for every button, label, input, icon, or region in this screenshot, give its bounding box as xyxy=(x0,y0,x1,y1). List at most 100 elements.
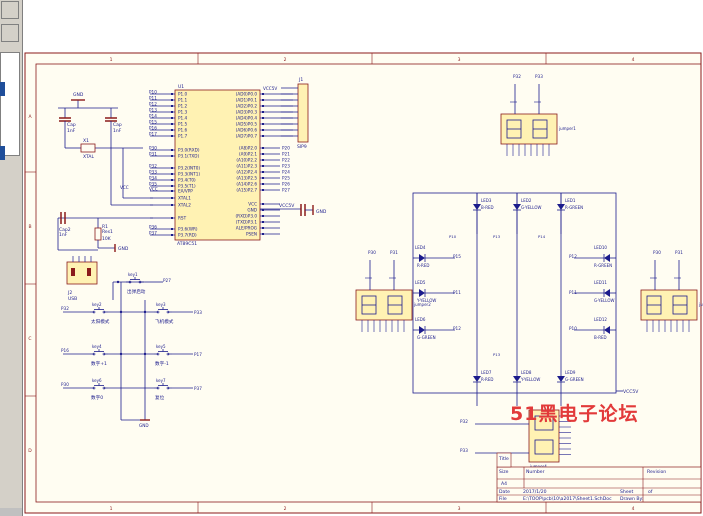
r1-value: 10K xyxy=(102,236,112,242)
net-p33: P33 xyxy=(194,310,202,315)
switch-contact xyxy=(156,352,160,356)
tb-size-value: A4 xyxy=(501,481,507,487)
cap3-label: Cap2 xyxy=(59,227,71,233)
panel-tab-projects[interactable] xyxy=(1,24,19,42)
pin-mark xyxy=(262,111,264,113)
mcu-right-pin: ALE/PROG xyxy=(236,226,257,231)
mcu-right-pin: (AD5)P0.5 xyxy=(236,122,258,127)
mcu-right-pin: PSEN xyxy=(246,232,257,237)
mcu-left-net: P37 xyxy=(149,230,157,235)
tb-size-label: Size xyxy=(499,469,509,475)
zone-row-label: C xyxy=(28,336,31,342)
pin-mark xyxy=(171,93,173,95)
led-symbol xyxy=(604,289,610,297)
pin-mark xyxy=(171,135,173,137)
switch-ref: key6 xyxy=(92,378,102,383)
led-net-p11: P11 xyxy=(453,290,461,295)
forum-watermark: 51黑电子论坛 xyxy=(510,403,639,425)
mcu-left-pin: P3.3(INT1) xyxy=(178,172,200,177)
crystal-ref: X1 xyxy=(83,138,89,144)
node xyxy=(143,310,147,314)
tb-title-label: Title xyxy=(498,456,509,462)
net-p16: P16 xyxy=(61,348,69,353)
mcu-right-pin: (TXD)P3.1 xyxy=(236,220,257,225)
switch-caption: 出弹启动 xyxy=(127,288,146,295)
side-panel xyxy=(0,0,23,516)
led-ref: LED1 xyxy=(565,198,576,203)
led-net-p10: P10 xyxy=(569,326,577,331)
mcu-right-pin: (A9)P2.1 xyxy=(239,152,257,157)
mcu-right-pin: (AD0)P0.0 xyxy=(236,92,258,97)
led-symbol xyxy=(513,376,521,382)
cap1-value: 1nF xyxy=(67,128,76,134)
led-name: B-RED xyxy=(594,335,607,340)
mcu-right-pin: VCC xyxy=(248,202,257,207)
led-name: R-GREEN xyxy=(594,263,612,268)
panel-tree[interactable] xyxy=(0,52,20,156)
mcu-right-pin: (A12)P2.4 xyxy=(236,170,257,175)
digit-outline xyxy=(534,439,554,455)
pin-mark xyxy=(262,183,264,185)
j1-body xyxy=(297,83,309,143)
pin-mark xyxy=(171,197,173,199)
tree-selection[interactable] xyxy=(0,82,5,96)
pin-mark xyxy=(171,167,173,169)
led-symbol xyxy=(419,254,425,262)
pin-mark xyxy=(171,149,173,151)
mcu-ref: U1 xyxy=(178,84,184,90)
pin-mark xyxy=(171,179,173,181)
display-ref: jumper4 xyxy=(529,464,547,469)
mcu-left-net: P17 xyxy=(149,131,157,136)
pin-mark xyxy=(262,227,264,229)
panel-scrollbar[interactable] xyxy=(0,508,22,516)
mcu-left-pin: P3.1(TXD) xyxy=(178,154,199,159)
mcu-left-pin: P1.6 xyxy=(178,128,188,133)
vcc-output: VCC5V xyxy=(616,389,639,395)
led-name: B-RED xyxy=(481,205,494,210)
pin-mark xyxy=(171,105,173,107)
led-name: R-RED xyxy=(417,263,429,268)
panel-tab-files[interactable] xyxy=(1,1,19,19)
digit-outline xyxy=(534,415,554,431)
switch-caption: 数字+1 xyxy=(91,360,107,367)
j1-name: SIP9 xyxy=(297,144,307,150)
led-ref: LED9 xyxy=(565,370,576,375)
led-ref: LED5 xyxy=(415,280,426,285)
pin-mark xyxy=(262,123,264,125)
led-ref: LED10 xyxy=(594,245,607,250)
mcu-at89c51: U1AT89C51P1.0P10P1.1P11P1.2P12P1.3P13P1.… xyxy=(120,84,293,247)
mcu-left-net: P14 xyxy=(149,113,157,118)
sheet-border xyxy=(35,63,702,503)
mcu-right-net: P25 xyxy=(282,176,290,181)
led-symbol xyxy=(557,376,565,382)
mcu-left-net: P16 xyxy=(149,125,157,130)
mcu-left-net: P10 xyxy=(149,89,157,94)
pin-mark xyxy=(171,111,173,113)
pin-mark xyxy=(171,173,173,175)
led-net-v: P14 xyxy=(538,234,546,239)
switch-contact xyxy=(92,310,96,314)
led-net-p15: P15 xyxy=(453,254,461,259)
mcu-left-net: P13 xyxy=(149,107,157,112)
mcu-left-pin: P1.0 xyxy=(178,92,188,97)
mcu-left-net: P30 xyxy=(149,145,157,150)
gnd-label: GND xyxy=(73,92,84,98)
led-name: R-GREEN xyxy=(565,205,583,210)
led-name: Y-YELLOW xyxy=(520,377,540,382)
zone-col-label: 3 xyxy=(458,506,461,512)
mcu-right-net: P23 xyxy=(282,164,290,169)
mcu-right-pin: (A14)P2.6 xyxy=(236,182,257,187)
switch-contact xyxy=(102,352,106,356)
pin-mark xyxy=(262,189,264,191)
tb-file-value: E:\TOOP\pcb\10\a2017\Sheet1.SchDoc xyxy=(523,496,612,502)
net-p30: P30 xyxy=(61,382,69,387)
mcu-left-pin: P3.6(WR) xyxy=(178,227,198,232)
led-ref: LED12 xyxy=(594,317,607,322)
display-ref: jumper1 xyxy=(558,126,576,131)
pin-mark xyxy=(262,159,264,161)
tree-selection-2[interactable] xyxy=(0,146,5,160)
cap2-value: 1nF xyxy=(113,128,122,134)
